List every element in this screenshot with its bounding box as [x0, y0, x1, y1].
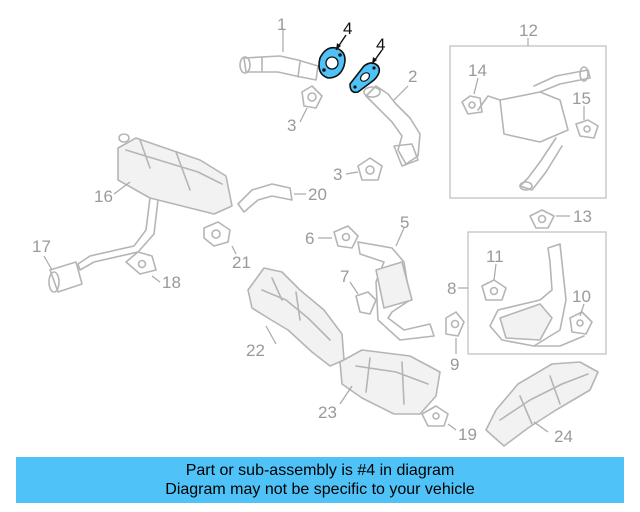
label-8: 8 [447, 279, 456, 298]
label-23: 23 [318, 403, 337, 422]
label-21: 21 [232, 253, 251, 272]
banner-line-2: Diagram may not be specific to your vehi… [165, 481, 475, 498]
label-14: 14 [468, 61, 487, 80]
part-6-gasket[interactable] [318, 225, 359, 249]
label-9: 9 [450, 355, 459, 374]
part-18-hanger[interactable] [125, 251, 161, 283]
label-7: 7 [340, 267, 349, 286]
label-22: 22 [246, 341, 265, 360]
label-4-right: 4 [376, 35, 385, 54]
part-5-converter-pipe[interactable] [357, 227, 435, 341]
banner-line-1: Part or sub-assembly is #4 in diagram [185, 462, 455, 479]
part-2-pipe[interactable] [363, 85, 421, 167]
info-banner: Part or sub-assembly is #4 in diagram Di… [16, 457, 624, 503]
label-12: 12 [519, 21, 538, 40]
label-5: 5 [400, 213, 409, 232]
part-12-muffler[interactable] [477, 66, 591, 191]
label-4-left: 4 [343, 19, 352, 38]
tail-pipe-section[interactable] [77, 197, 159, 271]
label-10: 10 [572, 287, 591, 306]
label-19: 19 [458, 425, 477, 444]
part-9-gasket[interactable] [445, 311, 465, 354]
label-13: 13 [573, 207, 592, 226]
part-17-exhaust-tip[interactable] [43, 255, 83, 293]
label-17: 17 [32, 237, 51, 256]
label-24: 24 [554, 427, 573, 446]
label-3-upper: 3 [287, 116, 296, 135]
part-24-heat-shield[interactable] [485, 361, 599, 447]
part-19-bracket[interactable] [421, 405, 457, 431]
part-3-gasket-lower[interactable] [345, 157, 383, 181]
part-23-heat-shield[interactable] [339, 349, 441, 415]
part-21-clamp[interactable] [203, 221, 237, 255]
label-20: 20 [308, 185, 327, 204]
part-10-hanger[interactable] [569, 303, 593, 335]
part-14-hanger[interactable] [461, 77, 483, 115]
part-20-pipe[interactable] [237, 183, 306, 213]
label-6: 6 [305, 229, 314, 248]
part-13-gasket[interactable] [529, 209, 570, 229]
box-8 [467, 231, 607, 355]
part-3-gasket-upper[interactable] [299, 85, 323, 123]
part-15-hanger-bracket[interactable] [575, 106, 599, 139]
label-16: 16 [94, 187, 113, 206]
label-18: 18 [162, 273, 181, 292]
label-3-lower: 3 [333, 165, 342, 184]
part-8-converter[interactable] [489, 243, 585, 347]
label-2: 2 [408, 67, 417, 86]
label-11: 11 [486, 247, 504, 266]
part-4-gasket-right[interactable] [349, 49, 383, 94]
part-11-bracket[interactable] [481, 263, 507, 301]
part-1-front-pipe[interactable] [239, 30, 319, 81]
label-15: 15 [572, 89, 591, 108]
exhaust-parts-diagram: 1 4 4 3 2 3 12 [32, 15, 607, 447]
part-7-bracket[interactable] [349, 281, 377, 315]
part-4-gasket-left[interactable] [318, 34, 347, 79]
part-16-muffler[interactable] [113, 133, 233, 215]
label-1: 1 [277, 15, 286, 34]
